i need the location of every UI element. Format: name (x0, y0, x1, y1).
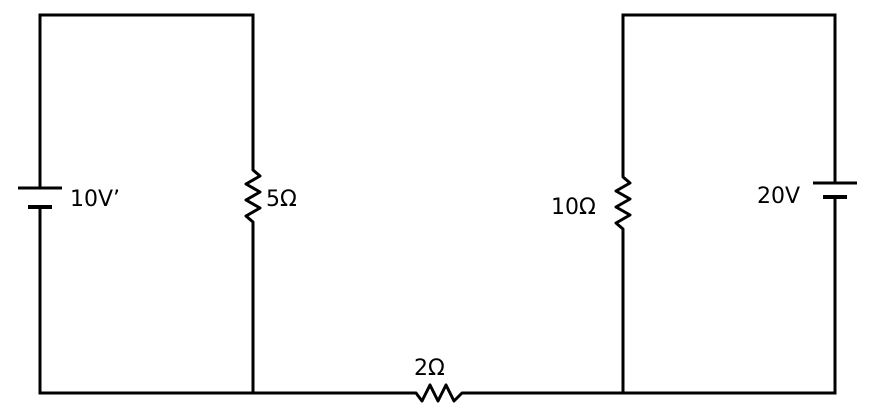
resistor-5-ohm: 5Ω (244, 162, 297, 230)
wire-right-loop-top (621, 13, 837, 185)
resistor-5-ohm-label: 5Ω (266, 187, 297, 212)
resistor-10-ohm: 10Ω (551, 170, 632, 236)
resistor-10-ohm-label: 10Ω (551, 195, 596, 220)
battery-left-label: 10V’ (70, 187, 120, 212)
wire-right-battery-down (621, 195, 837, 395)
wire-left-battery-down (38, 208, 255, 395)
resistor-2-ohm: 2Ω (408, 356, 468, 403)
resistor-2-ohm-label: 2Ω (414, 356, 445, 381)
battery-right-label: 20V (757, 184, 800, 209)
battery-right: 20V (757, 181, 857, 209)
wire-left-loop-top (38, 13, 255, 188)
battery-left: 10V’ (18, 186, 120, 212)
resistor-10-ohm-zigzag (614, 170, 632, 236)
resistor-5-ohm-zigzag (244, 162, 262, 230)
resistor-2-ohm-zigzag (408, 383, 468, 403)
